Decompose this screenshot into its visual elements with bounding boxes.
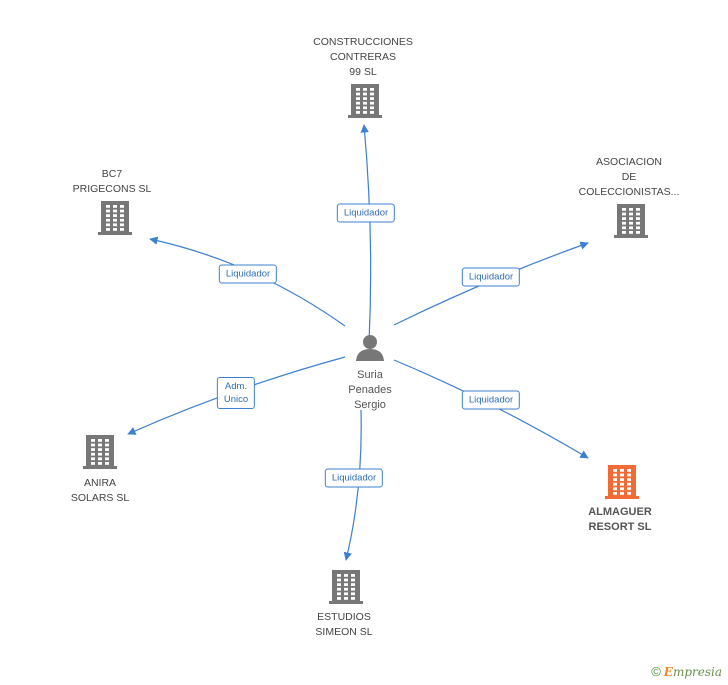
company-label-anira[interactable]: ANIRA SOLARS SL bbox=[70, 477, 130, 504]
edge-label-bc7: Liquidador bbox=[218, 264, 278, 284]
edge-line-construcciones bbox=[360, 124, 372, 343]
company-label-almaguer[interactable]: ALMAGUER RESORT SL bbox=[588, 506, 652, 533]
copyright-symbol: © bbox=[651, 664, 661, 679]
company-label-estudios[interactable]: ESTUDIOS SIMEON SL bbox=[315, 611, 373, 638]
edge-label-estudios: Liquidador bbox=[324, 468, 384, 488]
building-icon-anira[interactable] bbox=[83, 435, 117, 469]
footer-brand: ©Empresia bbox=[651, 664, 722, 679]
edge-label-anira: Adm. Unico bbox=[216, 377, 256, 409]
company-label-bc7[interactable]: BC7 PRIGECONS SL bbox=[72, 168, 152, 195]
building-icon-asociacion[interactable] bbox=[614, 204, 648, 238]
center-person-label[interactable]: Suria Penades Sergio bbox=[348, 369, 392, 411]
edge-label-construcciones: Liquidador bbox=[336, 203, 396, 223]
edge-label-asociacion: Liquidador bbox=[461, 267, 521, 287]
building-icon-bc7[interactable] bbox=[98, 201, 132, 235]
company-label-asociacion[interactable]: ASOCIACION DE COLECCIONISTAS... bbox=[578, 156, 680, 198]
person-icon[interactable] bbox=[356, 335, 384, 361]
brand-logo-initial: E bbox=[663, 665, 673, 679]
building-icon-construcciones[interactable] bbox=[348, 84, 382, 118]
building-icon-estudios[interactable] bbox=[329, 570, 363, 604]
brand-logo-name: mpresia bbox=[672, 665, 722, 679]
edge-label-almaguer: Liquidador bbox=[461, 390, 521, 410]
company-label-construcciones[interactable]: CONSTRUCCIONES CONTRERAS 99 SL bbox=[313, 36, 413, 78]
building-icon-almaguer[interactable] bbox=[605, 465, 639, 499]
